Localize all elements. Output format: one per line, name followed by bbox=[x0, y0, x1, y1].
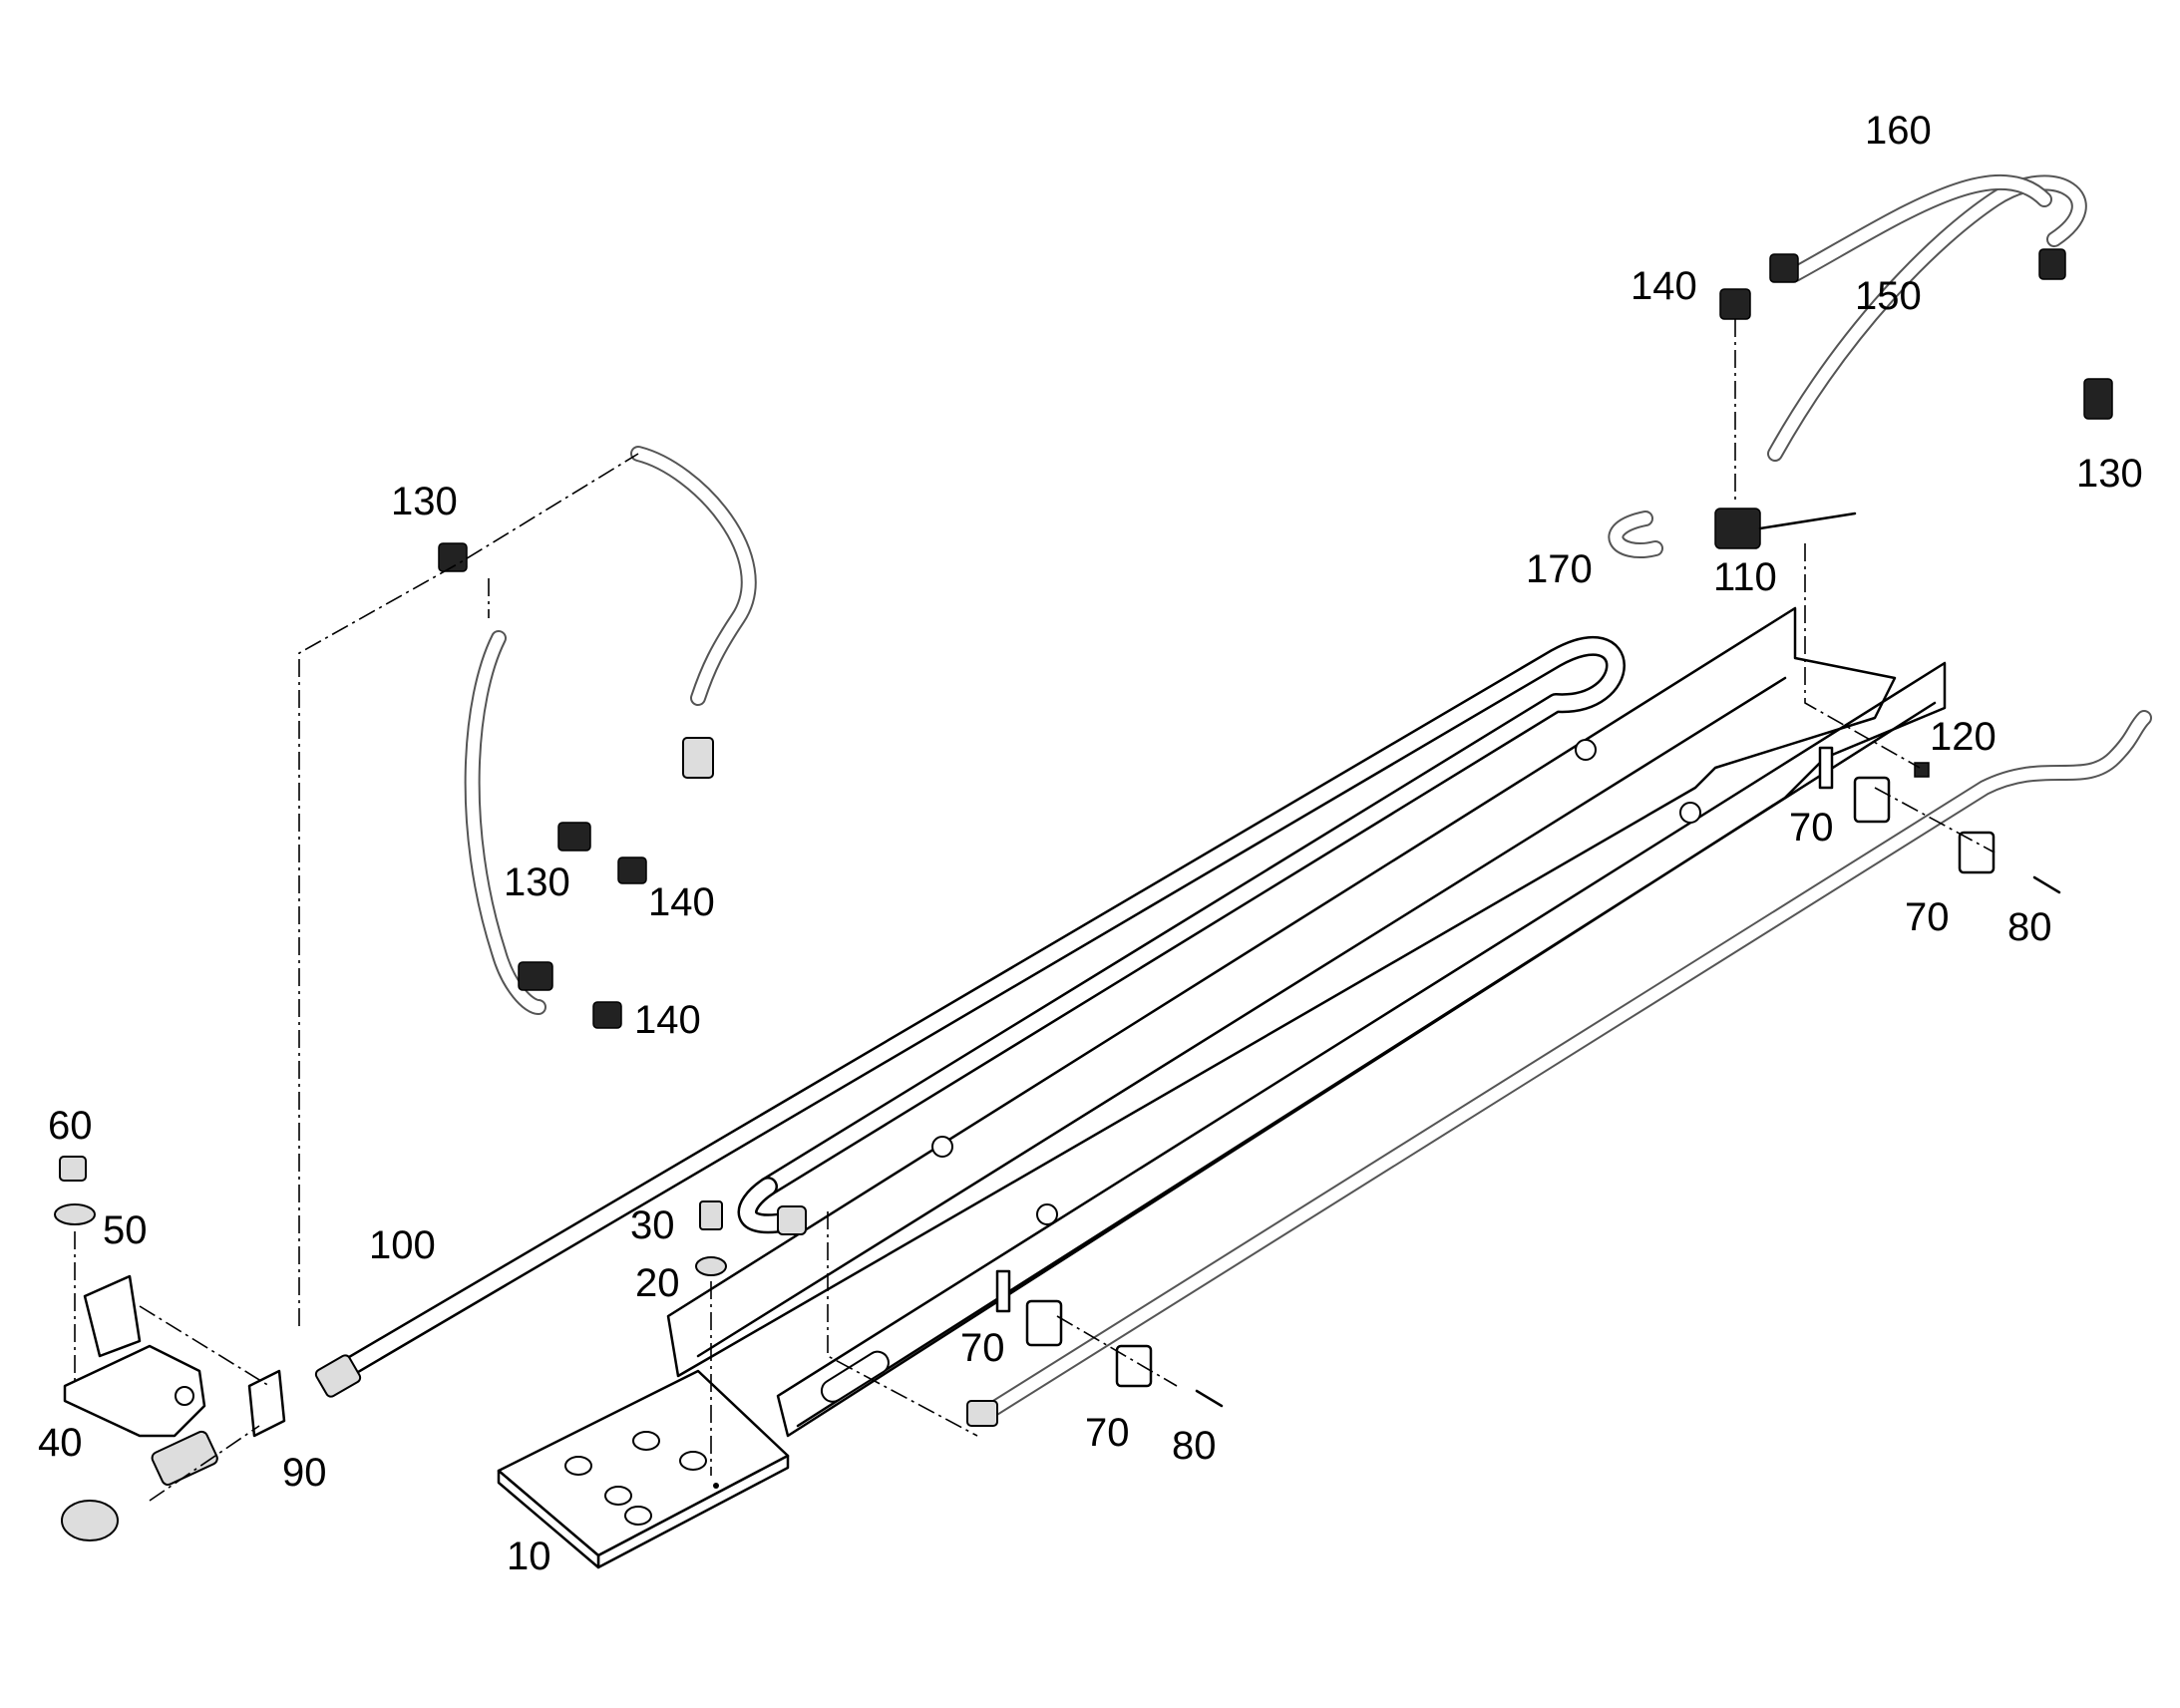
clamps-right bbox=[1818, 746, 2061, 894]
lower-return-hose bbox=[966, 710, 2152, 1427]
callout-40: 40 bbox=[38, 1421, 83, 1465]
callout-10: 10 bbox=[507, 1535, 551, 1578]
base-plate bbox=[497, 1369, 790, 1569]
callout-130: 130 bbox=[2076, 452, 2143, 496]
callout-140: 140 bbox=[634, 998, 701, 1042]
leader-lines bbox=[74, 319, 1996, 1502]
callout-70: 70 bbox=[1085, 1411, 1130, 1455]
callout-70: 70 bbox=[960, 1326, 1005, 1370]
callout-labels: 10 20 30 40 50 60 70 70 70 70 80 80 90 1… bbox=[38, 109, 2143, 1578]
upper-left-hose bbox=[438, 446, 757, 1029]
clamps-left bbox=[995, 1269, 1224, 1408]
callout-100: 100 bbox=[369, 1223, 436, 1267]
callout-50: 50 bbox=[103, 1208, 148, 1252]
callout-70: 70 bbox=[1789, 806, 1834, 850]
callout-140: 140 bbox=[648, 880, 715, 924]
callout-20: 20 bbox=[635, 1261, 680, 1305]
mounting-rail-upper bbox=[666, 606, 1897, 1378]
callout-120: 120 bbox=[1930, 715, 1997, 759]
callout-150: 150 bbox=[1855, 274, 1922, 318]
callout-130: 130 bbox=[391, 480, 458, 523]
callout-140: 140 bbox=[1631, 264, 1697, 308]
callout-30: 30 bbox=[630, 1203, 675, 1247]
callout-160: 160 bbox=[1865, 109, 1932, 153]
callout-110: 110 bbox=[1713, 555, 1777, 599]
callout-170: 170 bbox=[1526, 547, 1593, 591]
valve-group bbox=[1608, 173, 2113, 558]
callout-80: 80 bbox=[2007, 905, 2052, 949]
callout-70: 70 bbox=[1905, 895, 1950, 939]
screw-and-washer bbox=[695, 1200, 727, 1276]
callout-130: 130 bbox=[504, 860, 570, 904]
bracket-assembly bbox=[54, 1156, 286, 1541]
callout-60: 60 bbox=[48, 1104, 93, 1148]
long-hose-loop bbox=[314, 635, 1626, 1398]
callout-80: 80 bbox=[1172, 1424, 1217, 1468]
callout-90: 90 bbox=[282, 1451, 327, 1495]
